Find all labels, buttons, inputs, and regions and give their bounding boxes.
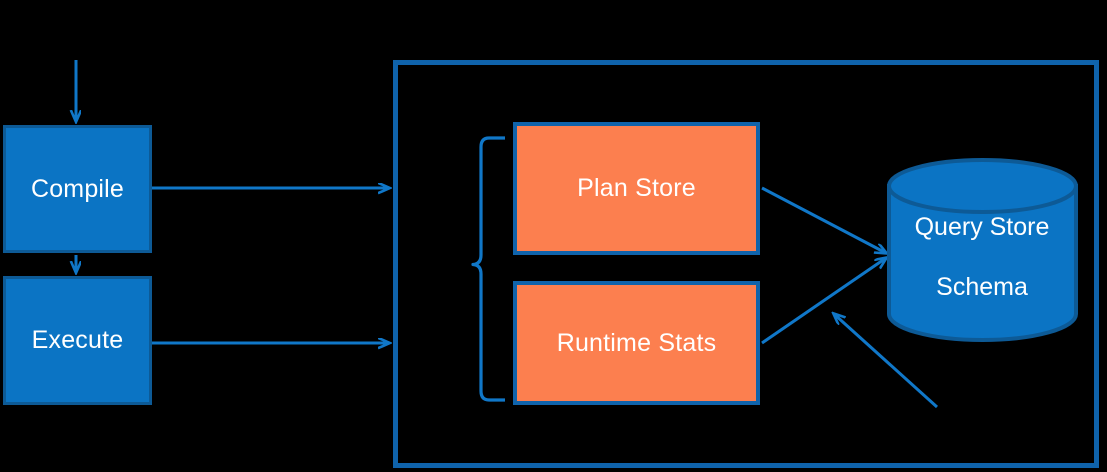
store-group-brace [471, 136, 505, 402]
query-store-schema-line-1: Query Store [914, 213, 1050, 241]
query-store-schema-line-2: Schema [936, 273, 1028, 301]
connector-plan-store-to-schema [761, 186, 886, 253]
query-store-boundary [393, 60, 1099, 468]
node-compile-label: Compile [30, 174, 125, 203]
node-plan-store[interactable]: Plan Store [513, 122, 760, 255]
connector-external-to-schema [834, 314, 939, 409]
node-compile[interactable]: Compile [3, 125, 152, 253]
node-execute-label: Execute [31, 326, 124, 355]
node-query-store-schema-label: Query Store Schema [888, 212, 1076, 302]
node-runtime-stats-label: Runtime Stats [556, 328, 717, 357]
connector-runtime-stats-to-schema [761, 258, 886, 345]
node-plan-store-label: Plan Store [577, 174, 696, 203]
node-execute[interactable]: Execute [3, 276, 152, 405]
query-store-schema-cylinder [887, 158, 1078, 342]
node-runtime-stats[interactable]: Runtime Stats [513, 281, 760, 405]
